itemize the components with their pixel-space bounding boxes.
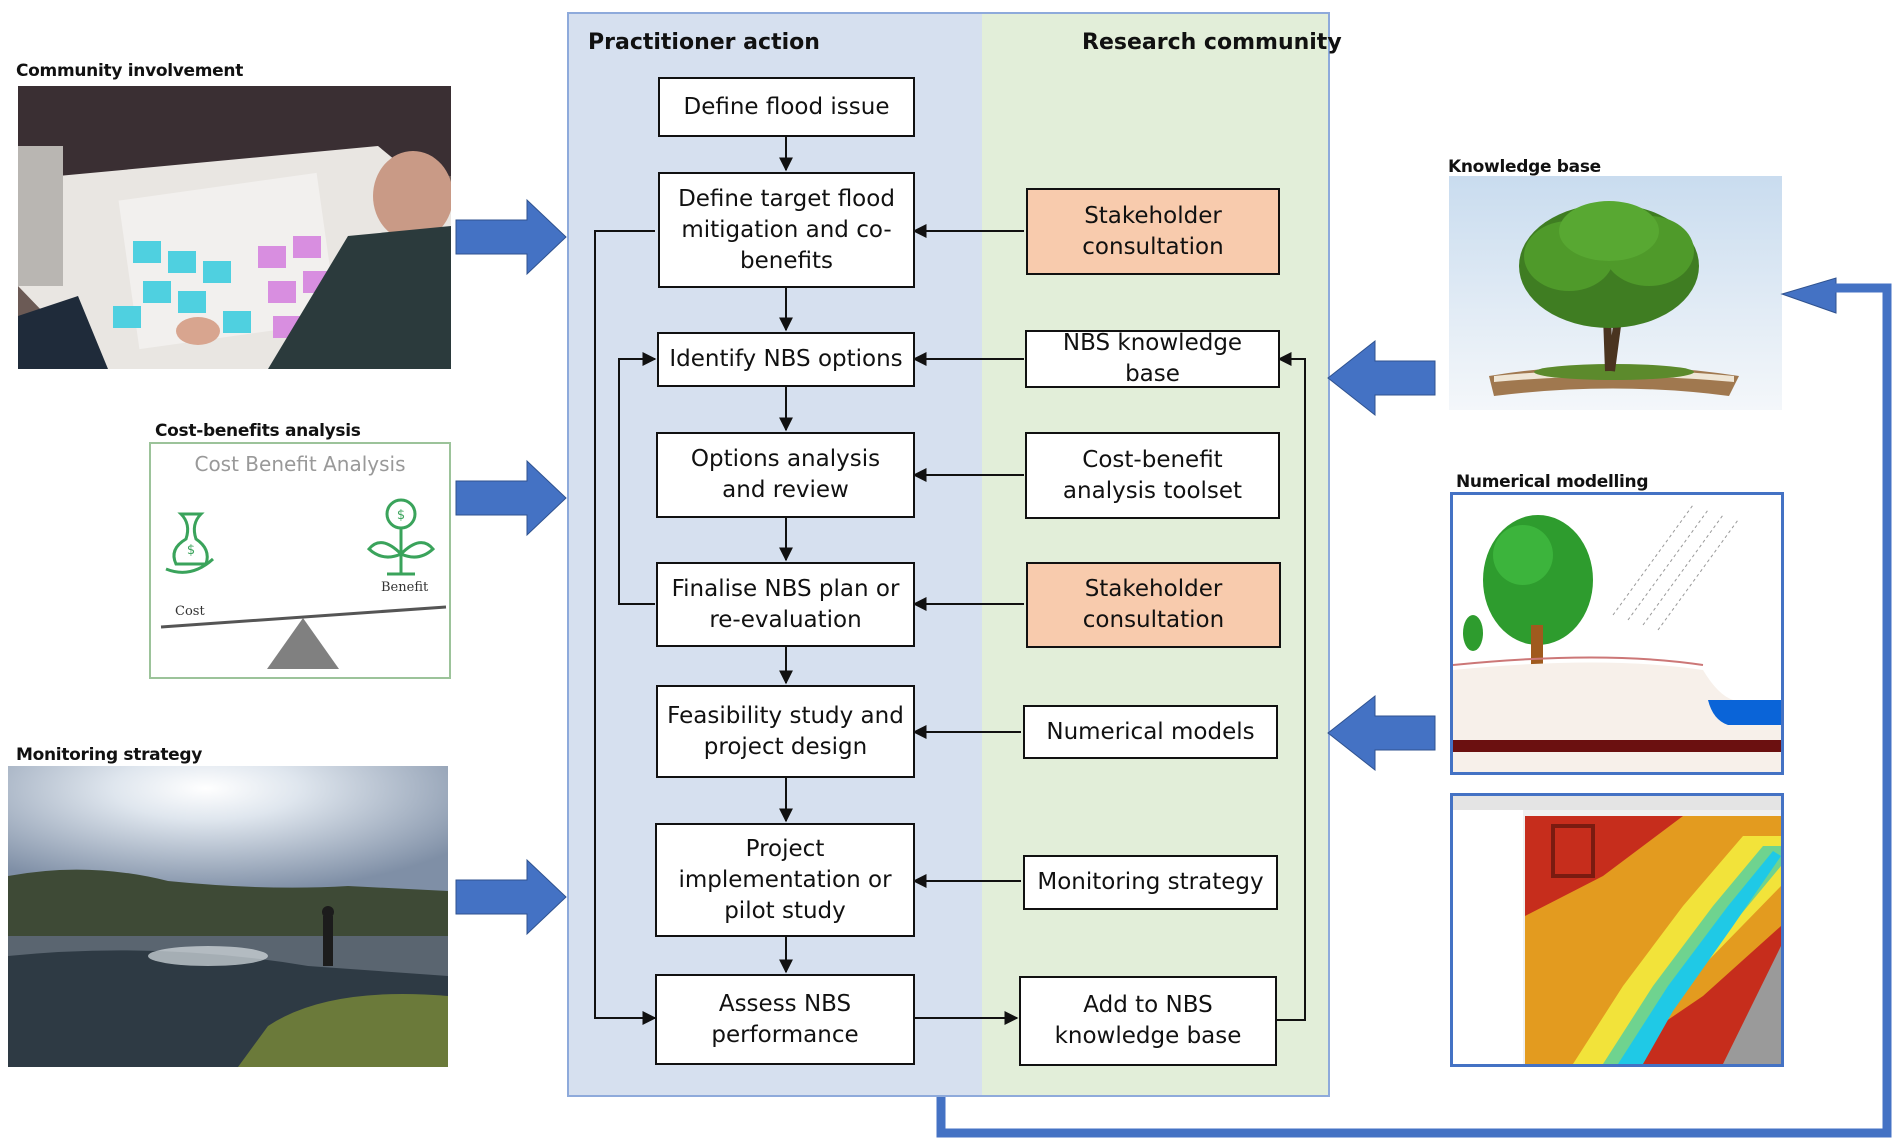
numerical-input-arrow — [1327, 694, 1436, 772]
community-workshop-photo — [18, 86, 451, 369]
cost-benefits-analysis-label: Cost-benefits analysis — [155, 421, 361, 441]
cba-input-arrow — [455, 459, 567, 537]
monitoring-input-arrow — [455, 858, 567, 936]
knowledge-feedback-loop-arrow — [1275, 352, 1306, 1021]
reevaluation-loop-arrow — [618, 352, 657, 605]
scale-fulcrum — [267, 618, 339, 669]
plant-coin-icon — [366, 498, 436, 576]
research-stakeholder-consultation-1: Stakeholder consultation — [1026, 188, 1280, 275]
benefit-label: Benefit — [381, 580, 429, 595]
hydrological-model-diagram — [1450, 492, 1784, 775]
research-stakeholder-consultation-2: Stakeholder consultation — [1026, 562, 1281, 648]
money-bag-icon — [165, 512, 215, 574]
river-monitoring-photo — [8, 766, 448, 1067]
feedback-arrowhead — [1780, 277, 1837, 314]
step-identify-nbs-options: Identify NBS options — [657, 332, 915, 387]
cost-benefit-scale-illustration: $ $ — [160, 498, 447, 669]
research-add-to-knowledge-base: Add to NBS knowledge base — [1019, 976, 1277, 1066]
practitioner-action-heading: Practitioner action — [588, 30, 820, 55]
step-project-implementation: Project implementation or pilot study — [655, 823, 915, 937]
tree-on-book-image — [1449, 176, 1782, 410]
research-cba-toolset: Cost-benefit analysis toolset — [1025, 432, 1280, 519]
step-assess-performance: Assess NBS performance — [655, 974, 915, 1065]
step-feasibility-study: Feasibility study and project design — [656, 685, 915, 778]
cost-dollar-sign: $ — [187, 543, 195, 558]
numerical-modelling-label: Numerical modelling — [1456, 472, 1649, 492]
cost-benefit-card-title: Cost Benefit Analysis — [194, 452, 406, 476]
process-frame — [567, 12, 1330, 1097]
step-options-analysis: Options analysis and review — [656, 432, 915, 518]
knowledge-input-arrow — [1327, 339, 1436, 417]
scale-beam — [160, 605, 447, 629]
benefit-dollar-sign: $ — [397, 508, 405, 523]
research-nbs-knowledge-base: NBS knowledge base — [1025, 330, 1280, 388]
research-numerical-models: Numerical models — [1023, 705, 1278, 759]
step-define-target: Define target flood mitigation and co-be… — [658, 172, 915, 288]
step-define-flood-issue: Define flood issue — [658, 77, 915, 137]
knowledge-base-label: Knowledge base — [1448, 157, 1601, 177]
feedback-loop-line — [936, 283, 1892, 1138]
cost-benefit-card: Cost Benefit Analysis $ $ Cost Benefit — [149, 442, 451, 679]
community-input-arrow — [455, 198, 567, 276]
flood-map-screenshot — [1450, 793, 1784, 1067]
research-monitoring-strategy: Monitoring strategy — [1023, 855, 1278, 910]
cost-label: Cost — [175, 604, 205, 619]
target-to-assess-loop-arrow — [594, 230, 657, 1025]
community-involvement-label: Community involvement — [16, 61, 244, 81]
step-finalise-plan: Finalise NBS plan or re-evaluation — [656, 562, 915, 647]
monitoring-strategy-label: Monitoring strategy — [16, 745, 203, 765]
research-community-heading: Research community — [1082, 30, 1342, 55]
